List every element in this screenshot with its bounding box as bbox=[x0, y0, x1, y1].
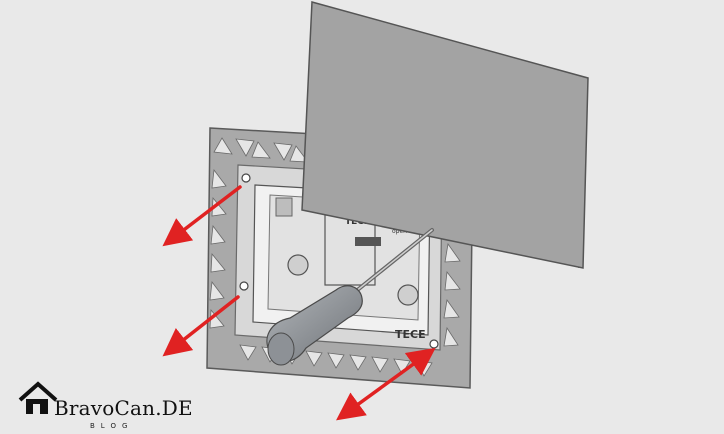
arrow-icon bbox=[162, 185, 436, 421]
house-logo-icon bbox=[18, 381, 58, 414]
screwdriver-icon bbox=[266, 228, 434, 366]
frame-brand-bottom: TECE bbox=[395, 328, 426, 341]
bravocan-watermark: BravoCan.DE BLOG bbox=[18, 380, 193, 434]
cover-panel bbox=[301, 1, 589, 269]
watermark-title: BravoCan.DE bbox=[54, 396, 193, 420]
frame-open-label: open bbox=[392, 228, 407, 235]
watermark-subtitle: BLOG bbox=[90, 422, 134, 430]
